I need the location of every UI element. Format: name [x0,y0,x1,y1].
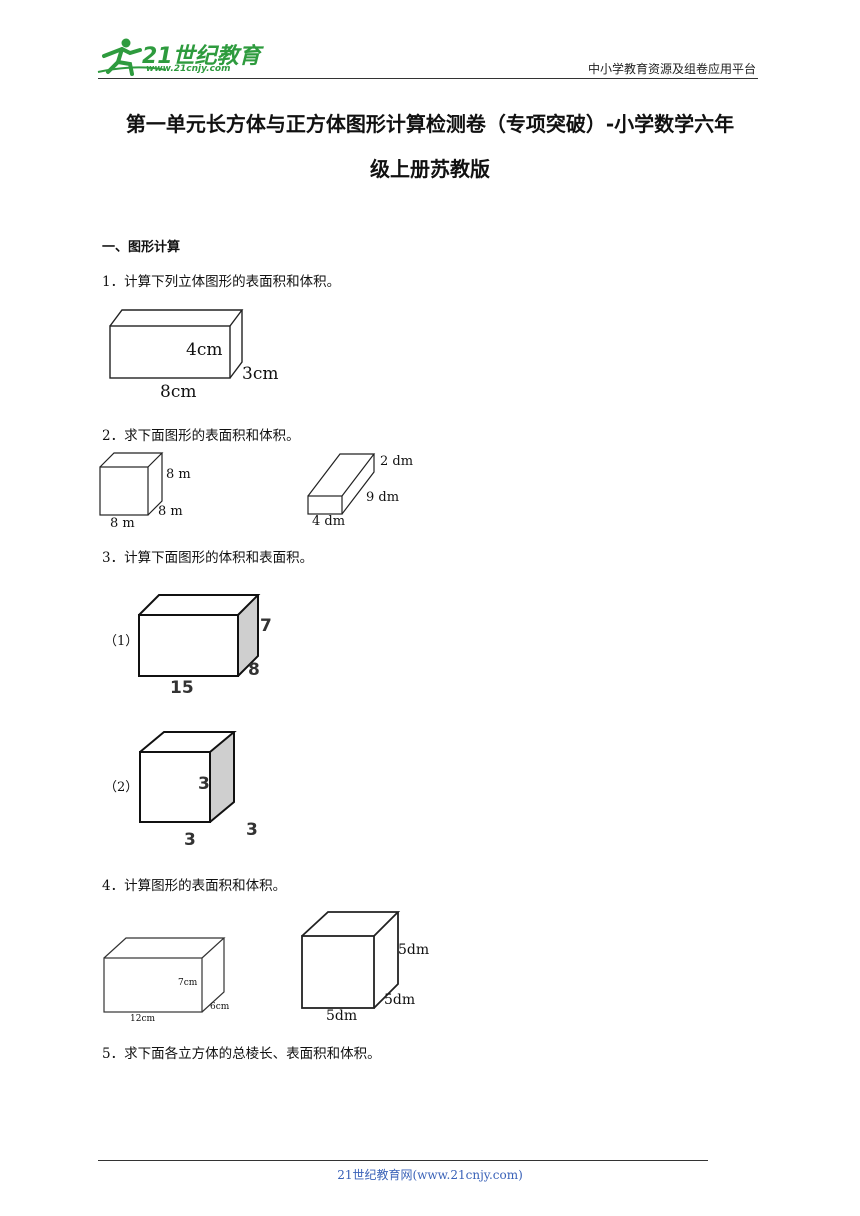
cuboid-icon [307,453,376,515]
runner-logo-icon [97,38,167,76]
cuboid-icon [138,594,261,677]
cuboid-icon [109,309,244,379]
site-logo: 21世纪教育 www.21cnjy.com [96,34,266,78]
q2-box-length: 4 dm [312,514,346,529]
platform-name: 中小学教育资源及组卷应用平台 [587,62,756,76]
q3-f2-width: 3 [246,820,258,840]
q4-box-length: 12cm [130,1014,156,1024]
question-number: 2． [102,428,125,444]
q4-cube-length: 5dm [326,1008,358,1024]
q3-f1-width: 8 [248,660,260,680]
question-2: 2．求下面图形的表面积和体积。 [102,424,300,444]
q1-cuboid-figure: 4cm 3cm 8cm [100,304,300,404]
q2-box-width: 9 dm [366,490,400,505]
q2-box-figure: 2 dm 9 dm 4 dm [304,450,424,534]
q3-figure-1-label: （1） [104,634,139,649]
q2-box-height: 2 dm [380,454,414,469]
logo-text: 21世纪教育 [142,44,261,69]
question-number: 1． [102,274,125,290]
question-number: 5． [102,1046,125,1062]
cube-icon [301,911,401,1009]
q3-f2-length: 3 [184,830,196,850]
cube-icon [139,731,237,823]
question-4: 4．计算图形的表面积和体积。 [102,874,286,894]
page-title-line1: 第一单元长方体与正方体图形计算检测卷（专项突破）-小学数学六年 [125,112,735,136]
question-text: 计算下列立体图形的表面积和体积。 [124,274,341,290]
question-number: 3． [102,550,125,566]
q1-height-label: 4cm [186,340,223,360]
footer-text[interactable]: 21世纪教育网(www.21cnjy.com) [337,1168,523,1182]
question-text: 计算下面图形的体积和表面积。 [124,550,314,566]
footer-divider [98,1160,708,1161]
logo-url: www.21cnjy.com [146,64,231,74]
question-text: 计算图形的表面积和体积。 [124,878,287,894]
section-heading: 一、图形计算 [102,240,181,255]
header-divider [98,78,758,79]
q2-cube-height: 8 m [166,467,191,482]
q4-box-height: 7cm [178,978,198,988]
q3-cube-figure: 3 3 3 [132,730,272,854]
q4-cuboid-figure: 7cm 6cm 12cm [100,934,240,1026]
question-text: 求下面各立方体的总棱长、表面积和体积。 [124,1046,381,1062]
cuboid-icon [103,937,226,1013]
q4-cube-height: 5dm [398,942,430,958]
page-title-line2: 级上册苏教版 [370,157,490,181]
q1-length-label: 8cm [160,382,197,402]
question-3: 3．计算下面图形的体积和表面积。 [102,546,313,566]
q4-cube-figure: 5dm 5dm 5dm [298,908,438,1026]
q3-cuboid-figure: 7 8 15 [132,590,292,700]
q1-width-label: 3cm [242,364,279,384]
question-number: 4． [102,878,125,894]
q3-f1-height: 7 [260,616,272,636]
q4-cube-width: 5dm [384,992,416,1008]
q2-cube-length: 8 m [110,516,135,531]
q4-box-width: 6cm [210,1002,230,1012]
cube-icon [99,452,164,516]
q3-figure-2-label: （2） [104,780,139,795]
q3-f1-length: 15 [170,678,194,698]
q2-cube-width: 8 m [158,504,183,519]
q2-cube-figure: 8 m 8 m 8 m [96,450,206,534]
question-text: 求下面图形的表面积和体积。 [124,428,300,444]
question-1: 1．计算下列立体图形的表面积和体积。 [102,270,340,290]
q3-f2-height: 3 [198,774,210,794]
question-5: 5．求下面各立方体的总棱长、表面积和体积。 [102,1042,381,1062]
